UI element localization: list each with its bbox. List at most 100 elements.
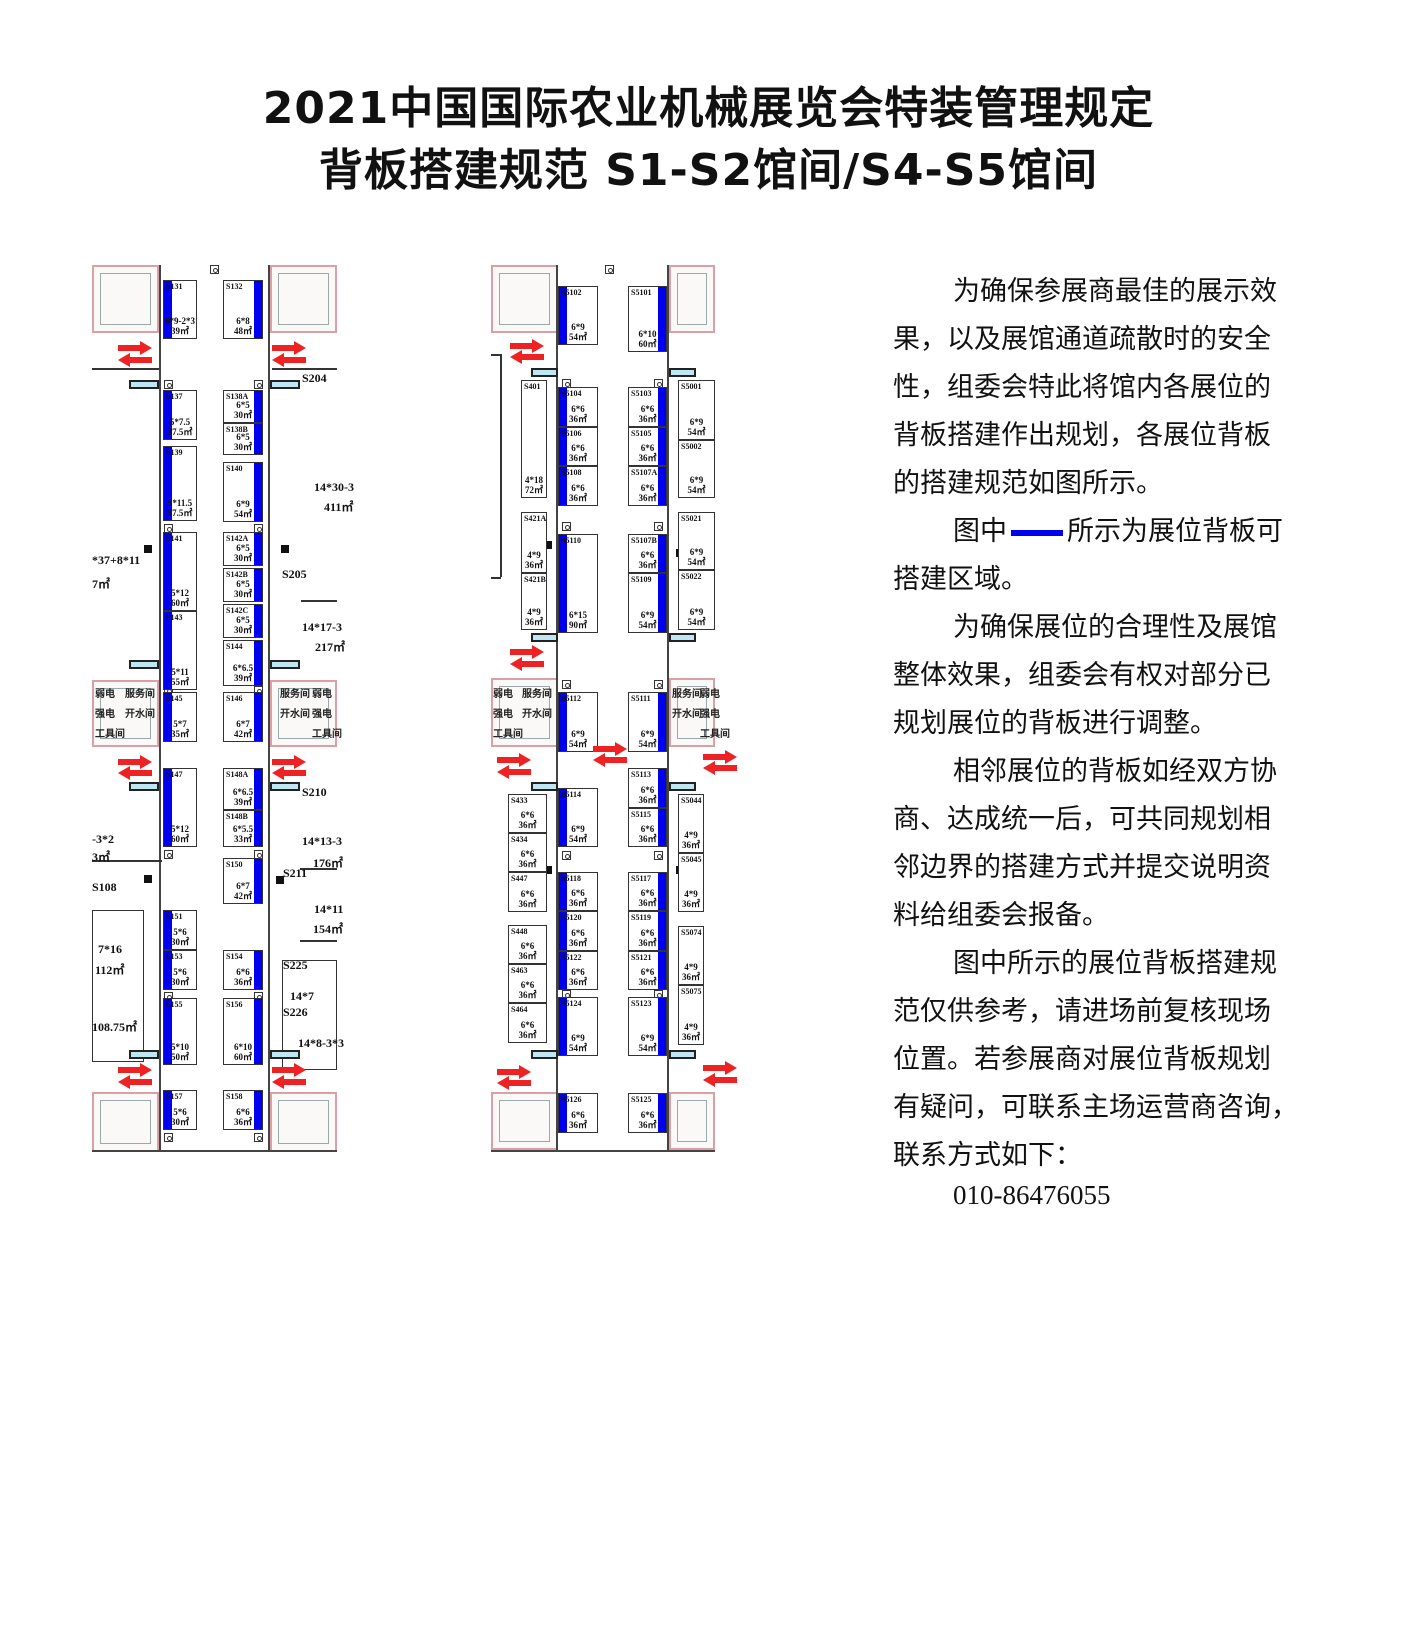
booth-area: 36㎡ [518, 899, 537, 909]
booth-dimensions: 5*11 [171, 667, 189, 677]
booth-dimensions: 5*6 [173, 927, 187, 937]
room-label: 开水间 [672, 709, 702, 720]
arrow-shaft [497, 1069, 519, 1075]
booth-dimensions: 6*5.5 [232, 824, 254, 834]
booth-id: S5121 [631, 953, 652, 962]
booth-id: S5102 [561, 288, 582, 297]
booth-dimensions: 6*6 [571, 928, 585, 938]
booth-id: S5021 [681, 514, 702, 523]
booth-area: 30㎡ [170, 937, 189, 947]
backboard-zone [164, 391, 172, 439]
arrow-head [615, 742, 627, 756]
booth-dimensions: 6*6 [640, 1110, 655, 1120]
booth-area: 36㎡ [568, 898, 587, 908]
booth-dimensions: 6*6 [571, 888, 585, 898]
hall-outline [92, 910, 144, 1062]
booth-dimensions: 5*7 [173, 719, 187, 729]
booth-area: 54㎡ [568, 332, 587, 342]
arrow-shaft [272, 759, 294, 765]
arrow-head [532, 645, 544, 659]
booth-id: S5118 [561, 874, 582, 883]
fire-door [270, 1050, 300, 1059]
column-pillar [164, 850, 173, 859]
column-pillar [164, 1133, 173, 1142]
booth-area: 54㎡ [568, 834, 587, 844]
